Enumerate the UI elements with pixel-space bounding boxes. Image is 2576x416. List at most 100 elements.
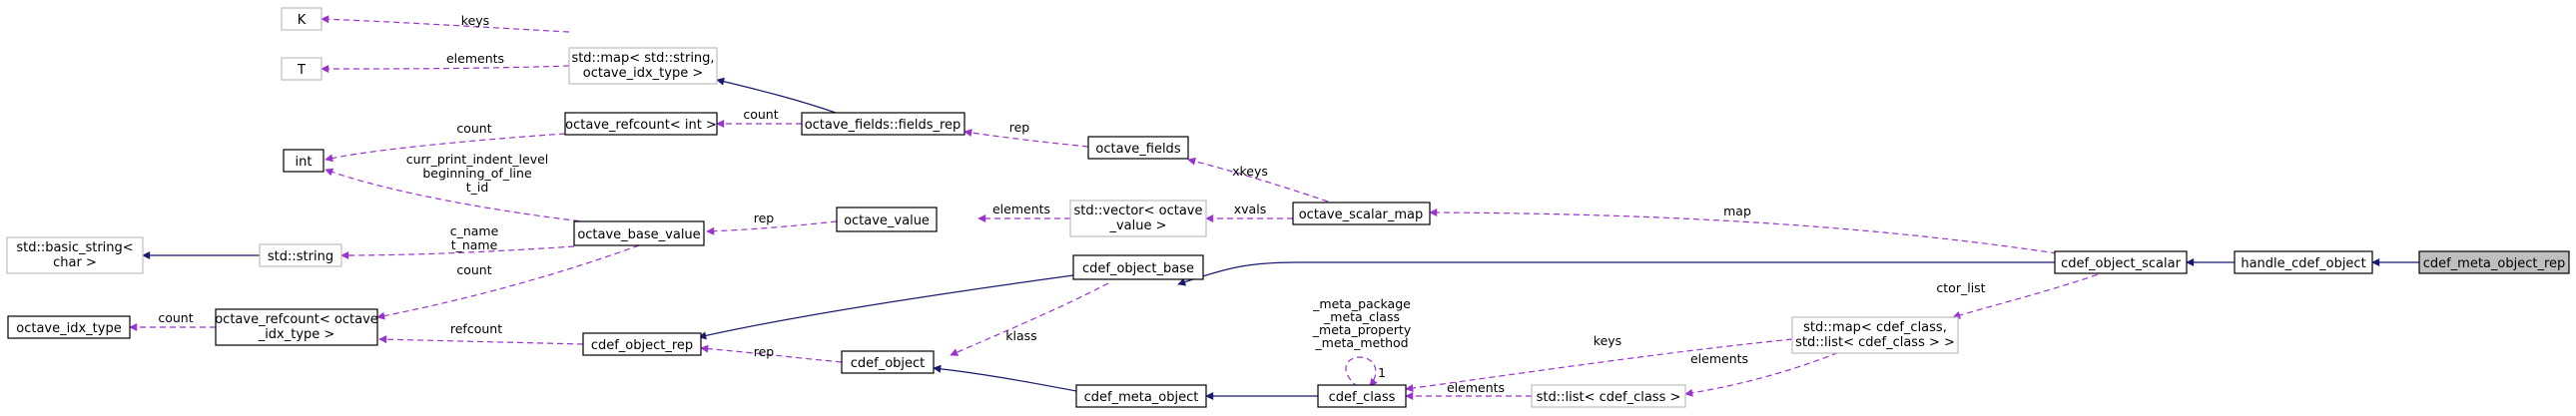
svg-text:cdef_object: cdef_object bbox=[851, 356, 926, 371]
node-handle-cdef-object[interactable]: handle_cdef_object bbox=[2234, 250, 2373, 274]
edge-label-elements-T: elements bbox=[446, 51, 504, 66]
edge-label-count-idx: count bbox=[158, 310, 193, 325]
node-cdef-class[interactable]: cdef_class bbox=[1317, 384, 1407, 408]
node-T[interactable]: T bbox=[281, 57, 322, 81]
node-std-map-cdef-class[interactable]: std::map< cdef_class, std::list< cdef_cl… bbox=[1791, 316, 1959, 354]
edge-base-rep bbox=[698, 274, 1074, 340]
svg-text:std::vector< octave: std::vector< octave bbox=[1074, 204, 1203, 218]
node-std-vector[interactable]: std::vector< octave _value > bbox=[1069, 200, 1207, 237]
edge-keys-K: keys bbox=[321, 13, 570, 33]
edge-label-rep-value: rep bbox=[754, 210, 775, 225]
node-octave-refcount-idx[interactable]: octave_refcount< octave _idx_type > bbox=[215, 308, 378, 346]
edge-self-loop: _meta_package _meta_class _meta_property… bbox=[1312, 296, 1412, 388]
edge-count-int: count bbox=[324, 121, 566, 163]
edge-label-rep-object: rep bbox=[754, 344, 775, 359]
svg-text:octave_refcount< octave: octave_refcount< octave bbox=[215, 312, 378, 327]
edge-label-count-int: count bbox=[456, 121, 491, 136]
node-cdef-object-scalar[interactable]: cdef_object_scalar bbox=[2054, 250, 2188, 274]
edge-rep-object: rep bbox=[700, 344, 843, 363]
node-int[interactable]: int bbox=[283, 149, 324, 173]
edge-label-refcount: refcount bbox=[450, 321, 502, 336]
node-octave-base-value[interactable]: octave_base_value bbox=[573, 220, 705, 246]
svg-text:octave_idx_type: octave_idx_type bbox=[16, 321, 121, 336]
svg-text:cdef_object_base: cdef_object_base bbox=[1082, 261, 1194, 276]
svg-text:cdef_meta_object_rep: cdef_meta_object_rep bbox=[2423, 256, 2566, 271]
edge-string-members: c_name t_name bbox=[340, 223, 575, 259]
edge-label-int-members-0: curr_print_indent_level bbox=[406, 152, 549, 167]
svg-text:std::list< cdef_class > >: std::list< cdef_class > > bbox=[1795, 335, 1955, 350]
edge-label-xvals: xvals bbox=[1234, 202, 1266, 216]
edge-scalar-base bbox=[1177, 261, 2055, 286]
node-octave-idx-type[interactable]: octave_idx_type bbox=[7, 315, 131, 339]
svg-text:octave_base_value: octave_base_value bbox=[577, 227, 700, 242]
edge-label-elements-vector: elements bbox=[992, 202, 1050, 216]
edge-elements-T: elements bbox=[321, 51, 570, 73]
node-std-map-string[interactable]: std::map< std::string, octave_idx_type > bbox=[568, 47, 718, 85]
edge-label-xkeys: xkeys bbox=[1232, 164, 1268, 179]
node-cdef-object-rep[interactable]: cdef_object_rep bbox=[582, 332, 702, 356]
node-octave-refcount-int[interactable]: octave_refcount< int > bbox=[564, 112, 718, 136]
svg-text:_idx_type >: _idx_type > bbox=[258, 327, 335, 342]
node-octave-fields-rep[interactable]: octave_fields::fields_rep bbox=[801, 112, 966, 136]
svg-text:cdef_class: cdef_class bbox=[1329, 390, 1396, 405]
edge-label-string-members-1: t_name bbox=[451, 237, 498, 252]
edge-xkeys: xkeys bbox=[1187, 157, 1329, 203]
node-K[interactable]: K bbox=[281, 7, 322, 31]
edge-count-idx: count bbox=[129, 310, 216, 331]
svg-text:handle_cdef_object: handle_cdef_object bbox=[2241, 256, 2365, 271]
svg-text:_value >: _value > bbox=[1108, 218, 1166, 233]
edge-label-rep-fields: rep bbox=[1009, 120, 1030, 135]
node-octave-scalar-map[interactable]: octave_scalar_map bbox=[1292, 202, 1431, 225]
svg-text:octave_idx_type >: octave_idx_type > bbox=[583, 66, 703, 81]
edge-rep-fields: rep bbox=[964, 120, 1089, 148]
svg-text:std::string: std::string bbox=[268, 249, 333, 264]
node-octave-fields[interactable]: octave_fields bbox=[1087, 136, 1189, 160]
svg-text:std::list< cdef_class >: std::list< cdef_class > bbox=[1537, 390, 1681, 405]
edge-rep-value: rep bbox=[706, 210, 838, 235]
edge-label-keys-class: keys bbox=[1594, 333, 1621, 348]
edge-elements-class: elements bbox=[1405, 380, 1532, 400]
edge-label-ctor-list: ctor_list bbox=[1936, 280, 1985, 295]
edge-label-map: map bbox=[1723, 204, 1751, 218]
svg-text:int: int bbox=[296, 155, 313, 170]
edge-label-meta-1: _meta_class bbox=[1323, 309, 1400, 324]
edge-ctor-list: ctor_list bbox=[1936, 270, 2108, 319]
edge-meta-object bbox=[933, 364, 1077, 392]
svg-text:octave_fields: octave_fields bbox=[1095, 142, 1180, 157]
edge-int-members: curr_print_indent_level beginning_of_lin… bbox=[324, 152, 640, 228]
edge-label-int-members-1: beginning_of_line bbox=[422, 166, 532, 181]
node-std-basic-string[interactable]: std::basic_string< char > bbox=[6, 236, 144, 274]
node-cdef-meta-object[interactable]: cdef_meta_object bbox=[1075, 384, 1207, 408]
node-std-string[interactable]: std::string bbox=[259, 243, 342, 267]
edge-elements-vector: elements bbox=[977, 202, 1070, 222]
edge-xvals: xvals bbox=[1205, 202, 1293, 222]
svg-text:std::basic_string<: std::basic_string< bbox=[16, 240, 133, 255]
edge-label-elements-class: elements bbox=[1447, 380, 1505, 395]
edge-label-int-members-2: t_id bbox=[466, 180, 489, 195]
edge-label-count-refcount-int: count bbox=[743, 107, 778, 122]
node-cdef-object-base[interactable]: cdef_object_base bbox=[1072, 254, 1204, 280]
svg-text:octave_refcount< int >: octave_refcount< int > bbox=[565, 118, 717, 133]
edge-label-string-members-0: c_name bbox=[450, 223, 499, 238]
svg-text:cdef_object_rep: cdef_object_rep bbox=[591, 338, 693, 353]
svg-text:octave_value: octave_value bbox=[844, 213, 930, 228]
edge-keys-class: keys bbox=[1405, 333, 1793, 393]
edge-label-klass: klass bbox=[1005, 328, 1036, 343]
svg-text:char >: char > bbox=[53, 255, 97, 270]
edge-count-base: count bbox=[376, 244, 640, 320]
node-octave-value[interactable]: octave_value bbox=[836, 207, 938, 232]
node-cdef-object[interactable]: cdef_object bbox=[841, 350, 935, 374]
svg-text:std::map< std::string,: std::map< std::string, bbox=[571, 51, 714, 66]
svg-text:cdef_meta_object: cdef_meta_object bbox=[1084, 390, 1199, 405]
edge-label-meta-3: _meta_method bbox=[1314, 335, 1408, 350]
node-std-list[interactable]: std::list< cdef_class > bbox=[1531, 384, 1686, 408]
node-cdef-meta-object-rep[interactable]: cdef_meta_object_rep bbox=[2418, 250, 2570, 274]
svg-text:cdef_object_scalar: cdef_object_scalar bbox=[2061, 256, 2181, 271]
edge-label-self-one: 1 bbox=[1378, 365, 1386, 380]
edge-map: map bbox=[1429, 204, 2058, 254]
edge-label-meta-2: _meta_property bbox=[1312, 322, 1412, 337]
edge-label-meta-0: _meta_package bbox=[1312, 296, 1411, 311]
edge-klass: klass bbox=[950, 282, 1109, 356]
edge-elements-list: elements bbox=[1684, 348, 1848, 397]
